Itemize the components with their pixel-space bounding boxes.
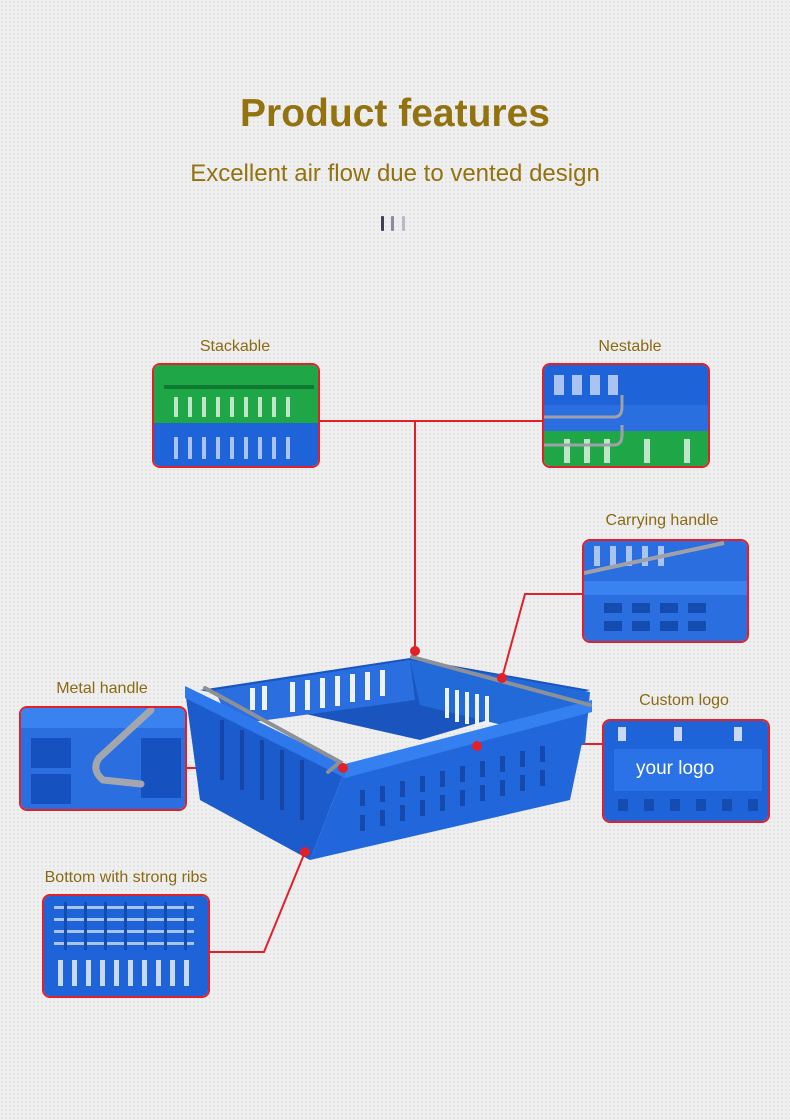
dot-carrying bbox=[497, 673, 507, 683]
bottom-ribs-label: Bottom with strong ribs bbox=[44, 869, 208, 886]
stackable-image bbox=[152, 363, 320, 468]
metal-handle-label: Metal handle bbox=[56, 680, 148, 697]
custom-logo-label: Custom logo bbox=[639, 692, 729, 709]
carrying-handle-label: Carrying handle bbox=[605, 512, 719, 529]
bottom-ribs-image bbox=[42, 894, 210, 998]
carrying-handle-image bbox=[582, 539, 749, 643]
nestable-image bbox=[542, 363, 710, 468]
metal-handle-image bbox=[19, 706, 187, 811]
logo-placeholder-text: your logo bbox=[636, 758, 715, 779]
page-subtitle: Excellent air flow due to vented design bbox=[190, 160, 600, 187]
decorative-bars-icon bbox=[381, 216, 411, 232]
dot-logo bbox=[472, 741, 482, 751]
dot-top bbox=[410, 646, 420, 656]
stackable-label: Stackable bbox=[199, 338, 271, 355]
dot-metal bbox=[338, 763, 348, 773]
dot-bottom bbox=[300, 847, 310, 857]
page-title: Product features bbox=[240, 92, 550, 135]
nestable-label: Nestable bbox=[598, 338, 662, 355]
custom-logo-image: your logo bbox=[602, 719, 770, 823]
